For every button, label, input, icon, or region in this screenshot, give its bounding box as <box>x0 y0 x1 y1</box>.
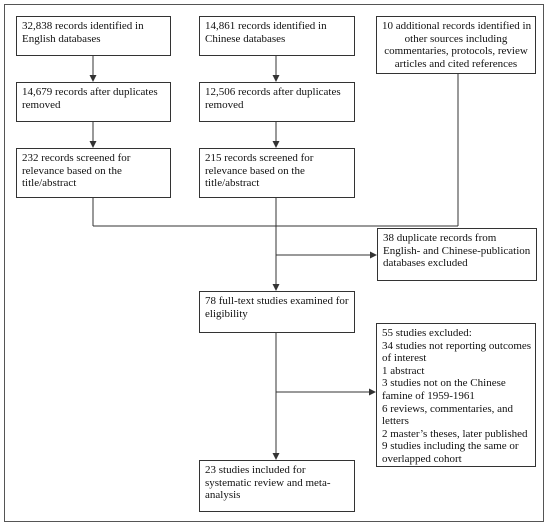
english-screened-box: 232 records screened for relevance based… <box>16 148 171 198</box>
text-line: articles and cited references <box>394 57 518 70</box>
text-line: letters <box>382 415 409 428</box>
text-line: English databases <box>22 32 101 45</box>
chinese-screened-box: 215 records screened for relevance based… <box>199 148 355 198</box>
text-line: 6 reviews, commentaries, and <box>382 402 514 415</box>
text-line: 32,838 records identified in <box>22 20 144 32</box>
text-line: 34 studies not reporting outcomes <box>382 339 532 352</box>
text-line: commentaries, protocols, review <box>384 45 528 58</box>
text-line: 23 studies included for <box>205 464 306 476</box>
text-line: 9 studies including the same or <box>382 440 519 453</box>
studies-included-box: 23 studies included for systematic revie… <box>199 460 355 512</box>
text-line: English- and Chinese-publication <box>383 244 531 257</box>
english-dedup-box: 14,679 records after duplicates removed <box>16 82 171 122</box>
text-line: analysis <box>205 489 241 502</box>
text-line: relevance based on the <box>22 164 122 177</box>
chinese-dedup-box: 12,506 records after duplicates removed <box>199 82 355 122</box>
text-line: removed <box>22 98 61 111</box>
additional-records-box: 10 additional records identified in othe… <box>376 16 536 74</box>
text-line: other sources including <box>404 32 508 45</box>
text-line: systematic review and meta- <box>205 476 331 489</box>
text-line: removed <box>205 98 244 111</box>
text-line: relevance based on the <box>205 164 305 177</box>
text-line: title/abstract <box>22 177 77 190</box>
text-line: 3 studies not on the Chinese <box>382 377 506 390</box>
text-line: Chinese databases <box>205 32 286 45</box>
text-line: eligibility <box>205 307 248 320</box>
text-line: of interest <box>382 352 427 365</box>
fulltext-examined-box: 78 full-text studies examined for eligib… <box>199 291 355 333</box>
text-line: overlapped cohort <box>382 452 462 465</box>
text-line: 38 duplicate records from <box>383 232 497 244</box>
chinese-identified-box: 14,861 records identified in Chinese dat… <box>199 16 355 56</box>
text-line: 14,679 records after duplicates <box>22 86 158 98</box>
text-line: 12,506 records after duplicates <box>205 86 341 98</box>
text-line: 215 records screened for <box>205 152 314 164</box>
english-identified-box: 32,838 records identified in English dat… <box>16 16 171 56</box>
text-line: databases excluded <box>383 257 468 270</box>
text-line: 232 records screened for <box>22 152 131 164</box>
text-line: title/abstract <box>205 177 260 190</box>
text-line: 55 studies excluded: <box>382 327 472 339</box>
diagram-frame <box>4 4 544 522</box>
text-line: 78 full-text studies examined for <box>205 295 349 307</box>
text-line: 10 additional records identified in <box>382 20 532 32</box>
duplicates-excluded-box: 38 duplicate records from English- and C… <box>377 228 537 281</box>
text-line: 2 master’s theses, later published <box>382 427 528 440</box>
text-line: 1 abstract <box>382 364 425 377</box>
studies-excluded-box: 55 studies excluded: 34 studies not repo… <box>376 323 536 467</box>
text-line: 14,861 records identified in <box>205 20 327 32</box>
text-line: famine of 1959-1961 <box>382 389 475 402</box>
